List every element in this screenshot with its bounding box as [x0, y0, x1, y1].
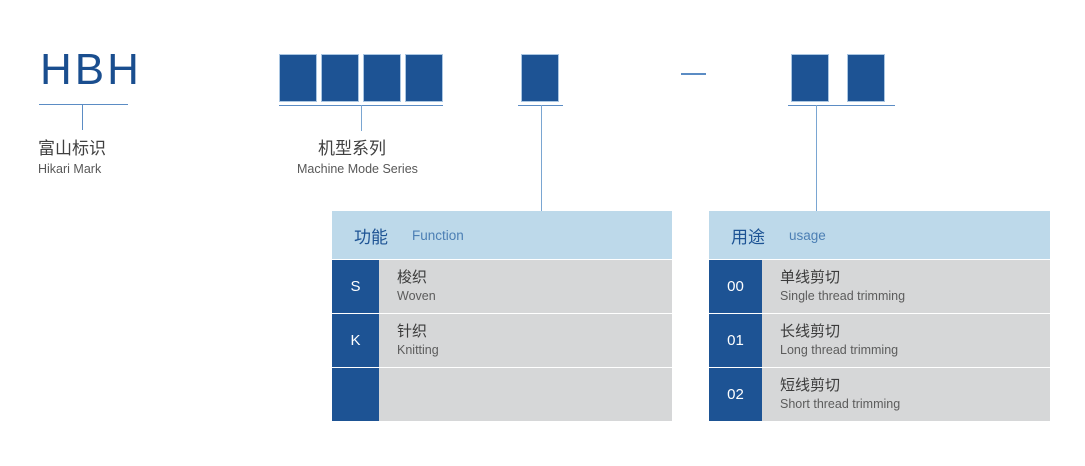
series-label-chinese: 机型系列 — [318, 139, 386, 158]
table-row[interactable]: 02 短线剪切 Short thread trimming — [709, 368, 1050, 421]
function-row-body: 梭织 Woven — [379, 260, 672, 313]
usage-header-chinese: 用途 — [731, 227, 765, 247]
code-box-series-3 — [363, 54, 401, 102]
usage-row-name-english: Single thread trimming — [780, 289, 906, 304]
brand-label-english: Hikari Mark — [38, 162, 102, 176]
usage-row-name-chinese: 长线剪切 — [780, 322, 841, 340]
function-table: 功能 Function S 梭织 Woven K 针织 Knitting — [332, 211, 672, 421]
table-row[interactable]: 01 长线剪切 Long thread trimming — [709, 314, 1050, 367]
table-row[interactable]: K 针织 Knitting — [332, 314, 672, 367]
function-connector-line — [541, 105, 542, 211]
usage-row-code: 01 — [709, 314, 762, 367]
table-row[interactable]: 00 单线剪切 Single thread trimming — [709, 260, 1050, 313]
usage-row-body: 单线剪切 Single thread trimming — [762, 260, 1050, 313]
usage-connector-line — [816, 105, 817, 211]
function-row-name-chinese: 梭织 — [397, 268, 428, 286]
function-row-name-english: Knitting — [397, 343, 439, 358]
usage-row-name-english: Long thread trimming — [780, 343, 899, 358]
usage-row-body: 长线剪切 Long thread trimming — [762, 314, 1050, 367]
brand-bracket-line — [39, 104, 128, 105]
usage-row-name-chinese: 单线剪切 — [780, 268, 841, 286]
usage-row-name-chinese: 短线剪切 — [780, 376, 841, 394]
function-row-body — [379, 368, 672, 421]
function-bracket-line — [518, 105, 563, 106]
usage-header-english: usage — [789, 227, 826, 243]
series-connector-line — [361, 105, 362, 131]
code-box-usage-1 — [791, 54, 829, 102]
series-label-english: Machine Mode Series — [297, 162, 418, 176]
function-header-chinese: 功能 — [354, 227, 388, 247]
code-box-series-1 — [279, 54, 317, 102]
usage-table-header: 用途 usage — [709, 211, 1050, 259]
function-header-english: Function — [412, 227, 464, 243]
separator-hyphen — [681, 73, 706, 75]
code-box-function-1 — [521, 54, 559, 102]
function-row-body: 针织 Knitting — [379, 314, 672, 367]
code-box-series-4 — [405, 54, 443, 102]
usage-row-body: 短线剪切 Short thread trimming — [762, 368, 1050, 421]
brand-connector-line — [82, 104, 83, 130]
function-table-header: 功能 Function — [332, 211, 672, 259]
function-row-name-english: Woven — [397, 289, 436, 304]
brand-code-text: HBH — [40, 45, 142, 94]
usage-row-code: 00 — [709, 260, 762, 313]
code-box-series-2 — [321, 54, 359, 102]
usage-row-name-english: Short thread trimming — [780, 397, 901, 412]
function-row-code: K — [332, 314, 379, 367]
function-row-name-chinese: 针织 — [397, 322, 428, 340]
usage-row-code: 02 — [709, 368, 762, 421]
function-row-code — [332, 368, 379, 421]
usage-table: 用途 usage 00 单线剪切 Single thread trimming … — [709, 211, 1050, 421]
code-box-usage-2 — [847, 54, 885, 102]
table-row[interactable]: S 梭织 Woven — [332, 260, 672, 313]
function-row-code: S — [332, 260, 379, 313]
usage-bracket-line — [788, 105, 895, 106]
brand-label-chinese: 富山标识 — [38, 139, 106, 158]
table-row[interactable] — [332, 368, 672, 421]
